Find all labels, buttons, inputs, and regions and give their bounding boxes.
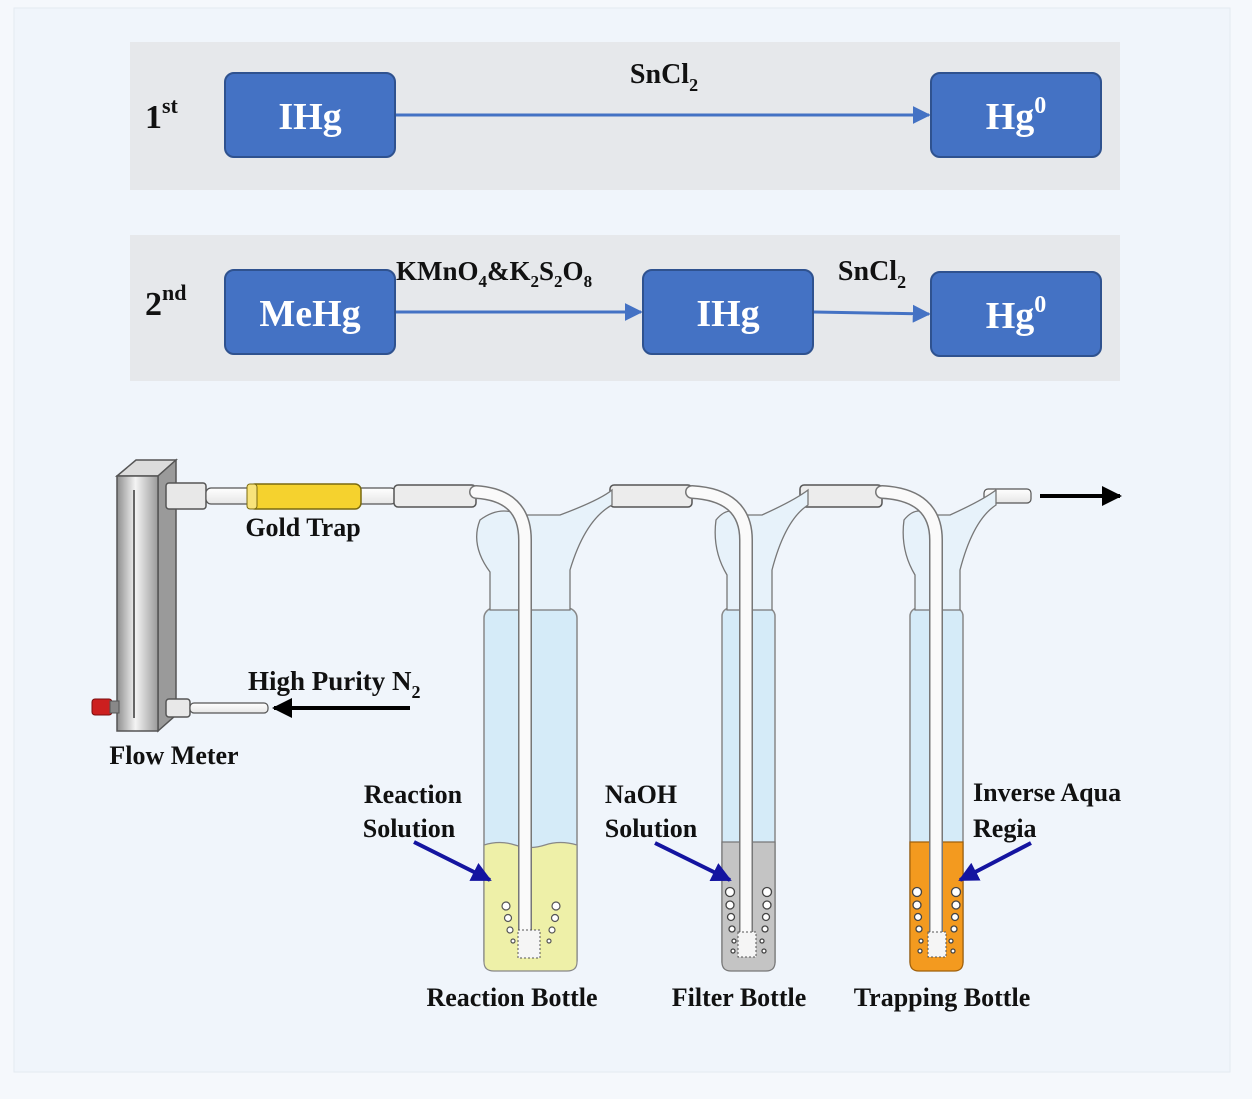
sncl2-reagent: SnCl2 xyxy=(838,256,906,292)
tube-connector xyxy=(609,484,693,508)
gold-trap-label: Gold Trap xyxy=(245,513,360,542)
bottle-head xyxy=(476,488,613,611)
reaction-solution-pointer xyxy=(413,840,492,882)
hg0-label: Hg0 xyxy=(986,292,1047,337)
tube-connector xyxy=(799,484,883,508)
gold-trap xyxy=(248,483,362,510)
gas-line: Gold Trap xyxy=(205,483,1122,542)
high-purity-n2-label: High Purity N2 xyxy=(248,666,421,702)
flow-meter-outlet-connector xyxy=(165,482,207,510)
flow-meter-body xyxy=(116,475,159,732)
reaction-bottle: Reaction Solution Reaction Bottle xyxy=(363,485,613,1012)
frit-diffuser xyxy=(517,929,541,959)
inlet-tube xyxy=(189,702,269,714)
first-step-panel: 1st IHg SnCl2 Hg0 xyxy=(130,42,1120,190)
mehg-box xyxy=(224,269,396,355)
dip-tube xyxy=(876,486,942,941)
step-number: 2nd xyxy=(145,280,186,323)
gold-trap-cap xyxy=(246,483,258,510)
reduction-arrow xyxy=(813,304,931,323)
reaction-solution-label: Reaction xyxy=(364,780,463,809)
trapping-bottle: Inverse Aqua Regia Trapping Bottle xyxy=(854,485,1121,1012)
gas-bubbles xyxy=(911,886,962,954)
hg0-box xyxy=(930,72,1102,158)
naoh-solution-pointer xyxy=(654,841,732,882)
ihg-label: IHg xyxy=(696,293,759,335)
naoh-solution-label: Solution xyxy=(605,814,698,843)
reaction-solution-label: Solution xyxy=(363,814,456,843)
kmno4-k2s2o8-reagent: KMnO4&K2S2O8 xyxy=(396,256,592,291)
valve-stem xyxy=(109,700,120,714)
inverse-aqua-regia-label: Inverse Aqua xyxy=(973,778,1121,807)
sncl2-reagent: SnCl2 xyxy=(630,59,698,95)
ihg-box xyxy=(642,269,814,355)
frit-diffuser xyxy=(737,931,757,958)
hg0-label: Hg0 xyxy=(986,93,1047,138)
frit-diffuser xyxy=(927,931,947,958)
naoh-solution-label: NaOH xyxy=(605,780,677,809)
inverse-aqua-regia-label: Regia xyxy=(973,814,1037,843)
ihg-box xyxy=(224,72,396,158)
gas-bubbles xyxy=(501,901,561,944)
tube-connector xyxy=(393,484,477,508)
trapping-bottle-label: Trapping Bottle xyxy=(854,983,1030,1012)
second-step-panel: 2nd MeHg KMnO4&K2S2O8 IHg SnCl2 Hg0 xyxy=(130,235,1120,381)
gas-bubbles xyxy=(724,886,773,954)
flow-meter-valve-icon xyxy=(91,698,113,716)
ihg-label: IHg xyxy=(278,96,341,138)
mehg-label: MeHg xyxy=(259,293,360,335)
nitrogen-inlet: High Purity N2 xyxy=(248,666,421,718)
step-number: 1st xyxy=(145,93,179,136)
dip-tube xyxy=(686,486,752,941)
aqua-regia-pointer xyxy=(958,841,1032,882)
reaction-bottle-label: Reaction Bottle xyxy=(426,983,597,1012)
flow-meter-label: Flow Meter xyxy=(109,741,238,770)
flow-meter-inlet-connector xyxy=(165,698,191,718)
dip-tube xyxy=(470,486,531,941)
hg0-box xyxy=(930,271,1102,357)
filter-bottle-label: Filter Bottle xyxy=(672,983,807,1012)
flow-meter: Flow Meter xyxy=(91,458,269,770)
filter-bottle: NaOH Solution Filter Bottle xyxy=(605,485,809,1012)
